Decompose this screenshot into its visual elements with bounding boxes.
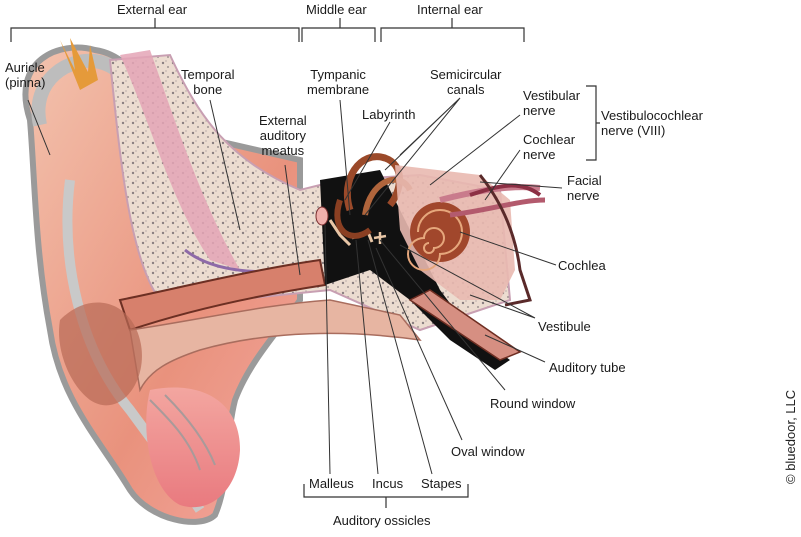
auditory-tube-shape	[408, 289, 522, 361]
label-labyrinth: Labyrinth	[362, 107, 416, 122]
label-stapes: Stapes	[421, 476, 462, 491]
canal-lower-wall	[129, 299, 422, 393]
label-vestibule: Vestibule	[538, 319, 591, 334]
soft-tissue	[120, 50, 240, 270]
label-vestibulocochlear-nerve: Vestibulocochlear nerve (VIII)	[601, 108, 703, 138]
label-malleus: Malleus	[309, 476, 354, 491]
hair-tuft	[60, 38, 98, 90]
label-incus: Incus	[372, 476, 404, 491]
label-cochlear-nerve: Cochlear nerve	[523, 132, 576, 162]
lobe-stripes	[149, 394, 216, 471]
label-external-ear: External ear	[117, 2, 188, 17]
label-external-auditory-meatus: External auditory meatus	[259, 113, 307, 158]
leader-lines	[27, 97, 563, 475]
label-cochlea: Cochlea	[558, 258, 606, 273]
nerve-bundle	[439, 183, 546, 218]
label-facial-nerve: Facial nerve	[567, 173, 602, 203]
label-auditory-ossicles: Auditory ossicles	[333, 513, 431, 528]
inner-ear-outline	[478, 174, 532, 307]
label-auricle: Auricle (pinna)	[5, 60, 46, 90]
earlobe	[146, 387, 240, 508]
label-semicircular-canals: Semicircular canals	[430, 67, 502, 97]
label-auditory-tube: Auditory tube	[549, 360, 626, 375]
stapes-shape	[373, 232, 387, 244]
concha	[59, 302, 142, 406]
malleus-shape	[328, 219, 352, 247]
label-oval-window: Oval window	[451, 444, 525, 459]
label-vestibular-nerve: Vestibular nerve	[523, 88, 581, 118]
credit-text: © bluedoor, LLC	[783, 389, 798, 484]
label-middle-ear: Middle ear	[306, 2, 367, 17]
label-round-window: Round window	[490, 396, 576, 411]
cochlea-shape	[407, 202, 470, 271]
label-internal-ear: Internal ear	[417, 2, 483, 17]
bracket-lines	[10, 18, 600, 508]
tympanic-membrane-shape	[315, 206, 329, 226]
label-temporal-bone: Temporal bone	[181, 67, 235, 97]
label-tympanic-membrane: Tympanic membrane	[307, 67, 370, 97]
